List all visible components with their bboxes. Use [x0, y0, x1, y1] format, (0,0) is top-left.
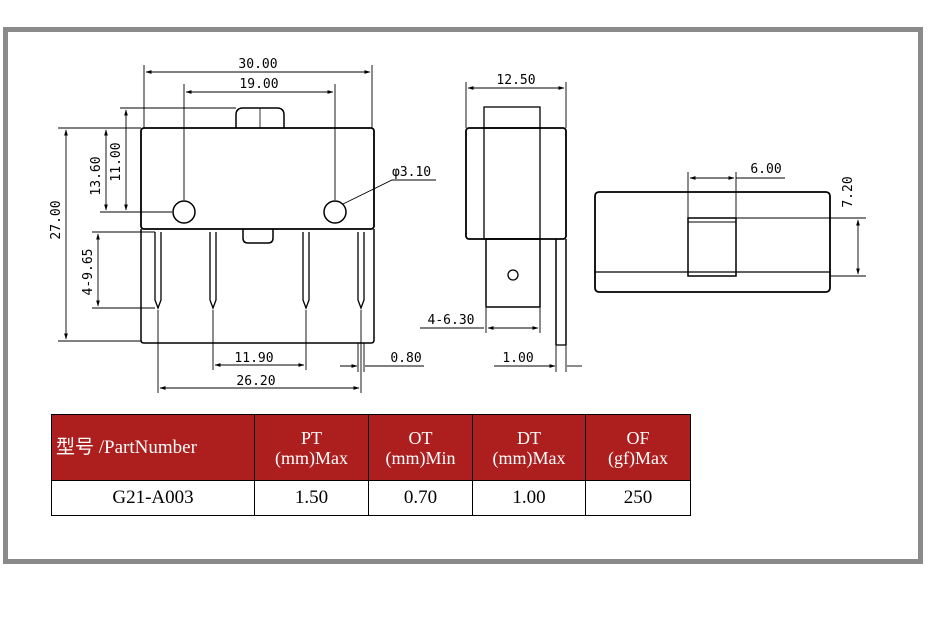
dim-side-terminal: 4-6.30 — [428, 313, 475, 328]
dim-terminal-length: 4-9.65 — [81, 249, 96, 296]
dim-hole-diameter: φ3.10 — [392, 165, 431, 180]
spec-table: 型号 /PartNumber PT (mm)Max OT (mm)Min DT … — [51, 414, 691, 516]
cell-of: 250 — [585, 480, 691, 516]
dim-height-total: 27.00 — [49, 200, 64, 239]
header-of: OF (gf)Max — [585, 414, 691, 481]
dim-terminal-spacing-outer: 26.20 — [236, 374, 275, 389]
header-pt: PT (mm)Max — [254, 414, 369, 481]
dim-bottom-height: 7.20 — [841, 176, 856, 207]
drawing-frame — [3, 27, 923, 564]
table-row: G21-A003 1.50 0.70 1.00 250 — [51, 480, 691, 516]
header-dt: DT (mm)Max — [472, 414, 586, 481]
front-view — [140, 107, 375, 344]
dim-top-to-hole: 13.60 — [89, 156, 104, 195]
dim-hole-spacing: 19.00 — [239, 77, 278, 92]
dim-bottom-width: 6.00 — [750, 162, 781, 177]
bottom-view — [594, 191, 831, 293]
dim-side-width: 12.50 — [496, 73, 535, 88]
header-part-number: 型号 /PartNumber — [51, 414, 255, 481]
dimension-lines — [58, 65, 866, 393]
cell-part-number: G21-A003 — [51, 480, 255, 516]
dim-terminal-spacing-inner: 11.90 — [234, 351, 273, 366]
cell-dt: 1.00 — [472, 480, 586, 516]
dim-terminal-thickness-front: 0.80 — [390, 351, 421, 366]
dim-side-terminal-thickness: 1.00 — [502, 351, 533, 366]
header-ot: OT (mm)Min — [368, 414, 473, 481]
side-view — [465, 106, 567, 346]
cell-pt: 1.50 — [254, 480, 369, 516]
spec-table-header-row: 型号 /PartNumber PT (mm)Max OT (mm)Min DT … — [51, 414, 691, 481]
dimension-labels: 30.00 19.00 27.00 13.60 11.00 4-9.65 φ3.… — [49, 57, 856, 389]
dim-width-total: 30.00 — [238, 57, 277, 72]
cell-ot: 0.70 — [368, 480, 473, 516]
dim-actuator-to-hole: 11.00 — [109, 142, 124, 181]
